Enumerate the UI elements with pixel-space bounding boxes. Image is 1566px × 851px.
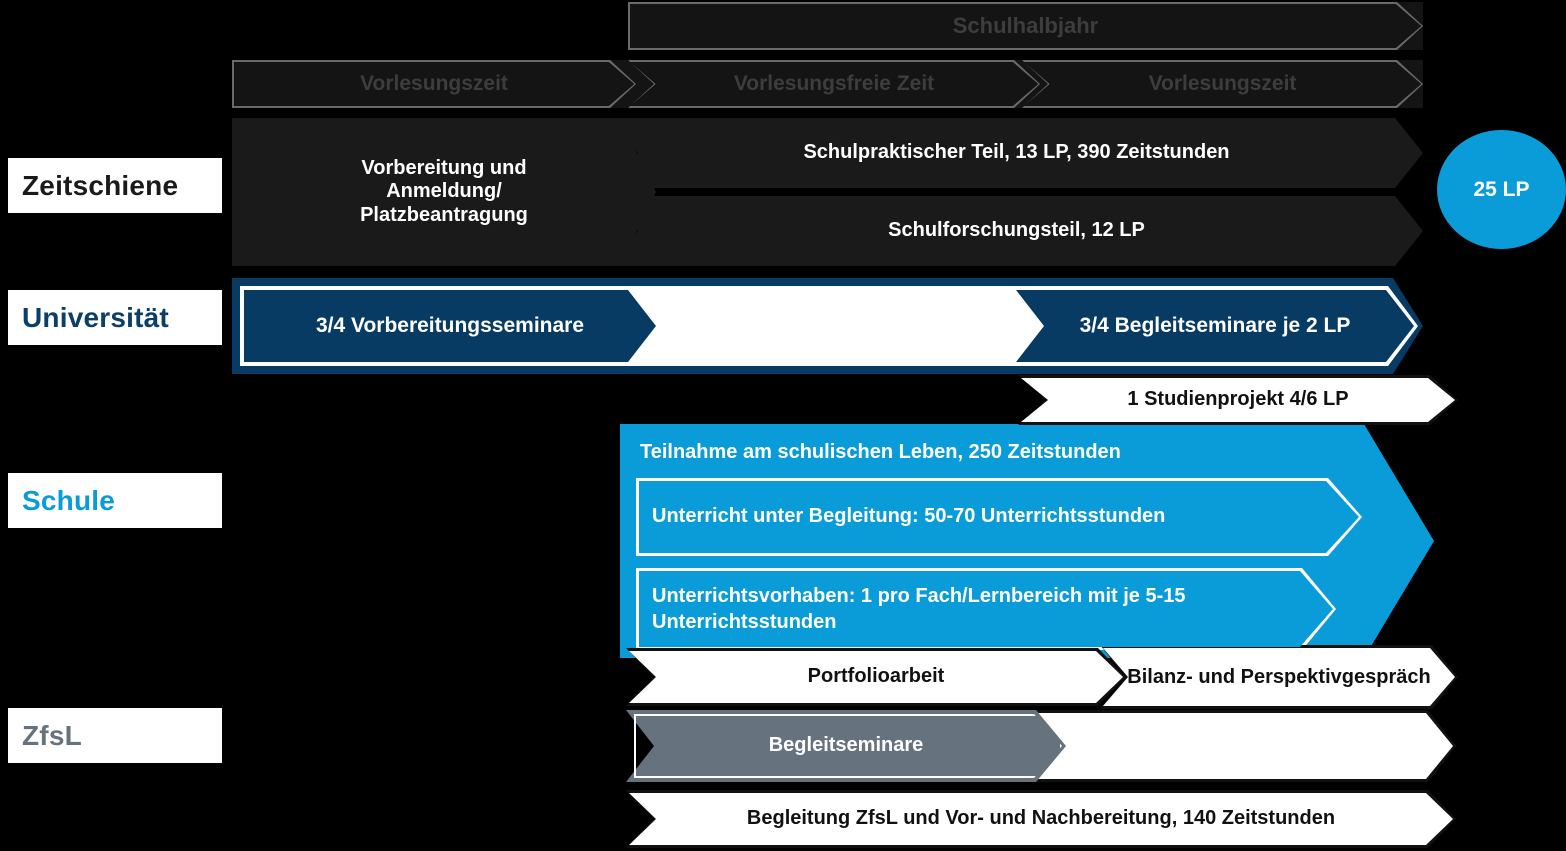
schule-teaching-projects-arrow: Unterrichtsvorhaben: 1 pro Fach/Lernbere…: [636, 568, 1336, 650]
universitaet-study-project-label: 1 Studienprojekt 4/6 LP: [1127, 388, 1349, 411]
universitaet-accompanying-seminars-arrow: 3/4 Begleitseminare je 2 LP: [1012, 286, 1418, 366]
universitaet-preparation-seminars-arrow: 3/4 Vorbereitungsseminare: [240, 286, 660, 366]
zfsl-accompanying-seminars-arrow: Begleitseminare: [626, 710, 1066, 782]
zeitschiene-practical-label: Schulpraktischer Teil, 13 LP, 390 Zeitst…: [803, 141, 1230, 164]
zeitschiene-preparation-arrow: Vorbereitung und Anmeldung/ Platzbeantra…: [232, 118, 656, 266]
row-label-universitaet: Universität: [8, 290, 222, 345]
zfsl-portfolio-label: Portfolioarbeit: [807, 665, 945, 688]
schule-teaching-projects-label: Unterrichtsvorhaben: 1 pro Fach/Lernbere…: [652, 585, 1186, 633]
universitaet-preparation-seminars-label: 3/4 Vorbereitungsseminare: [315, 313, 585, 337]
timeline-period-1: Vorlesungszeit: [232, 60, 636, 108]
timeline-semester-label: Schulhalbjahr: [952, 13, 1099, 39]
zfsl-review-talk-label: Bilanz- und Perspektivgespräch: [1127, 666, 1431, 688]
zfsl-support-arrow: Begleitung ZfsL und Vor- und Nachbereitu…: [626, 790, 1456, 848]
zeitschiene-research-arrow: Schulforschungsteil, 12 LP: [610, 196, 1423, 266]
row-label-zfsl-text: ZfsL: [22, 719, 82, 751]
credit-points-badge: 25 LP: [1437, 130, 1566, 249]
zeitschiene-research-label: Schulforschungsteil, 12 LP: [888, 219, 1145, 242]
row-label-zeitschiene-text: Zeitschiene: [22, 169, 179, 201]
zfsl-support-label: Begleitung ZfsL und Vor- und Nachbereitu…: [746, 807, 1336, 830]
row-label-schule: Schule: [8, 473, 222, 528]
row-label-zfsl: ZfsL: [8, 708, 222, 763]
universitaet-study-project-arrow: 1 Studienprojekt 4/6 LP: [1018, 375, 1458, 425]
credit-points-label: 25 LP: [1473, 177, 1530, 201]
schule-guided-teaching-label: Unterricht unter Begleitung: 50-70 Unter…: [652, 505, 1166, 528]
zeitschiene-preparation-label: Vorbereitung und Anmeldung/ Platzbeantra…: [360, 157, 528, 226]
zfsl-accompanying-seminars-label: Begleitseminare: [768, 734, 924, 757]
zfsl-review-talk-arrow: Bilanz- und Perspektivgespräch: [1100, 645, 1458, 709]
timeline-semester-band: Schulhalbjahr: [628, 2, 1423, 50]
timeline-period-1-label: Vorlesungszeit: [360, 71, 508, 95]
universitaet-accompanying-seminars-label: 3/4 Begleitseminare je 2 LP: [1079, 313, 1351, 337]
row-label-universitaet-text: Universität: [22, 301, 169, 333]
schule-guided-teaching-arrow: Unterricht unter Begleitung: 50-70 Unter…: [636, 478, 1362, 556]
timeline-period-2: Vorlesungsfreie Zeit: [628, 60, 1040, 108]
timeline-period-3: Vorlesungszeit: [1022, 60, 1423, 108]
timeline-period-2-label: Vorlesungsfreie Zeit: [733, 71, 935, 95]
row-label-schule-text: Schule: [22, 484, 116, 516]
timeline-period-3-label: Vorlesungszeit: [1148, 71, 1297, 95]
row-label-zeitschiene: Zeitschiene: [8, 158, 222, 213]
schule-participation-label: Teilnahme am schulischen Leben, 250 Zeit…: [640, 441, 1121, 463]
zfsl-portfolio-arrow: Portfolioarbeit: [626, 648, 1126, 706]
universitaet-band-gap: [620, 286, 1060, 366]
zeitschiene-practical-arrow: Schulpraktischer Teil, 13 LP, 390 Zeitst…: [610, 118, 1423, 188]
